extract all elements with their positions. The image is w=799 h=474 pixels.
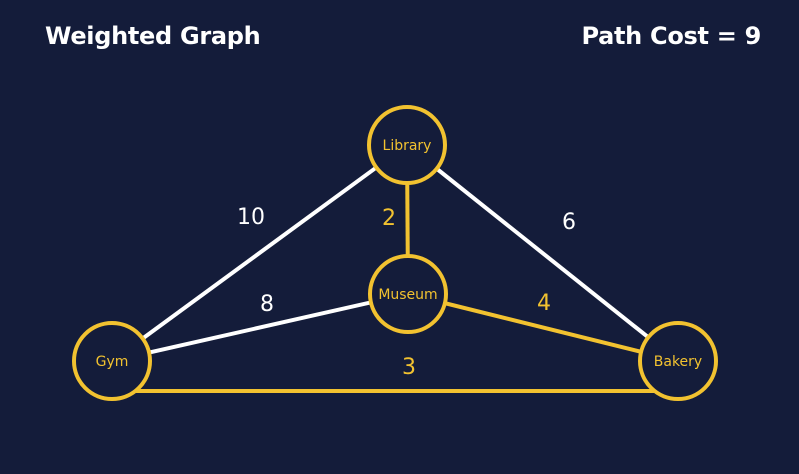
edge-gym-museum — [111, 292, 409, 363]
edge-weight-library-bakery: 6 — [562, 210, 576, 235]
node-museum: Museum — [368, 254, 448, 334]
edge-weight-library-museum: 2 — [382, 206, 396, 231]
node-label-bakery: Bakery — [654, 354, 702, 370]
edges-layer — [110, 143, 680, 393]
node-label-gym: Gym — [96, 354, 129, 370]
edge-library-bakery — [405, 143, 680, 363]
node-circle-bakery — [638, 321, 718, 401]
node-circle-library — [367, 105, 447, 185]
path-cost-label: Path Cost = 9 — [581, 22, 761, 50]
page-title: Weighted Graph — [45, 22, 261, 50]
node-circle-museum — [368, 254, 448, 334]
node-label-library: Library — [383, 138, 432, 154]
node-gym: Gym — [72, 321, 152, 401]
edge-labels-layer: 10 2 6 8 4 3 — [237, 205, 576, 380]
edge-weight-gym-library: 10 — [237, 205, 265, 230]
edge-gym-library — [110, 143, 409, 363]
node-label-museum: Museum — [378, 287, 437, 303]
node-library: Library — [367, 105, 447, 185]
edge-weight-museum-bakery: 4 — [537, 291, 551, 316]
edge-weight-gym-bakery: 3 — [402, 355, 416, 380]
edge-museum-bakery — [407, 292, 679, 363]
node-circle-gym — [72, 321, 152, 401]
node-bakery: Bakery — [638, 321, 718, 401]
edge-weight-gym-museum: 8 — [260, 292, 274, 317]
